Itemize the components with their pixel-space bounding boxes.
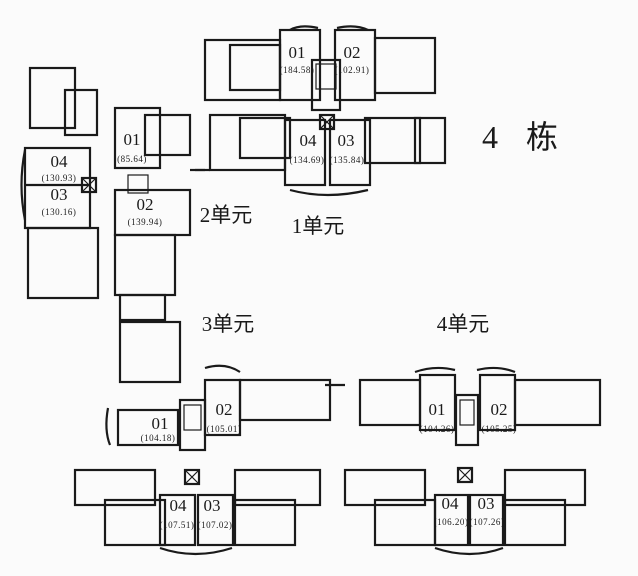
unit-1-label: 1单元	[291, 214, 345, 238]
unit-3-apt-02-area: (105.01)	[206, 424, 242, 434]
unit-3-apt-04-area: (107.51)	[159, 520, 195, 530]
unit-2-apt-03: 03	[50, 185, 68, 204]
unit-1-apt-01: 01	[288, 43, 306, 62]
unit-3-plan	[73, 320, 345, 556]
unit-4-apt-01: 01	[428, 400, 446, 419]
unit-1-plan	[195, 25, 447, 197]
unit-3-apt-02: 02	[215, 400, 233, 419]
unit-1-apt-02: 02	[343, 43, 361, 62]
unit-1-apt-03: 03	[337, 131, 355, 150]
unit-1-apt-02-area: (102.91)	[334, 65, 370, 75]
unit-4-apt-04: 04	[441, 494, 459, 513]
unit-2-apt-04: 04	[50, 152, 68, 171]
unit-3-apt-01: 01	[151, 414, 169, 433]
unit-2-apt-04-area: (130.93)	[41, 173, 77, 183]
unit-2-apt-02-area: (139.94)	[127, 217, 163, 227]
unit-2-apt-01-area: (85.64)	[117, 154, 147, 164]
unit-4-apt-01-area: (104.26)	[419, 424, 455, 434]
unit-2-apt-03-area: (130.16)	[41, 207, 77, 217]
unit-2-label: 2单元	[199, 203, 253, 227]
unit-3-apt-01-area: (104.18)	[140, 433, 176, 443]
unit-1-apt-03-area: (135.84)	[329, 155, 365, 165]
unit-4-plan	[343, 366, 602, 556]
unit-4-apt-03: 03	[477, 494, 495, 513]
unit-2-apt-01: 01	[123, 130, 141, 149]
unit-1-apt-04: 04	[299, 131, 317, 150]
unit-3-apt-04: 04	[169, 496, 187, 515]
unit-4-apt-04-area: (106.20)	[433, 517, 469, 527]
unit-3-apt-03-area: (107.02)	[197, 520, 233, 530]
unit-4-apt-02-area: (105.25)	[481, 424, 517, 434]
unit-2-plan	[20, 66, 205, 322]
building-title: 4 栋	[481, 119, 569, 155]
unit-1-apt-04-area: (134.69)	[289, 155, 325, 165]
unit-3-label: 3单元	[201, 312, 255, 336]
unit-1-apt-01-area: (184.58)	[279, 65, 315, 75]
unit-4-label: 4单元	[436, 312, 490, 336]
unit-3-apt-03: 03	[203, 496, 221, 515]
unit-4-apt-03-area: (107.26)	[469, 517, 505, 527]
unit-2-apt-02: 02	[136, 195, 154, 214]
unit-4-apt-02: 02	[490, 400, 508, 419]
